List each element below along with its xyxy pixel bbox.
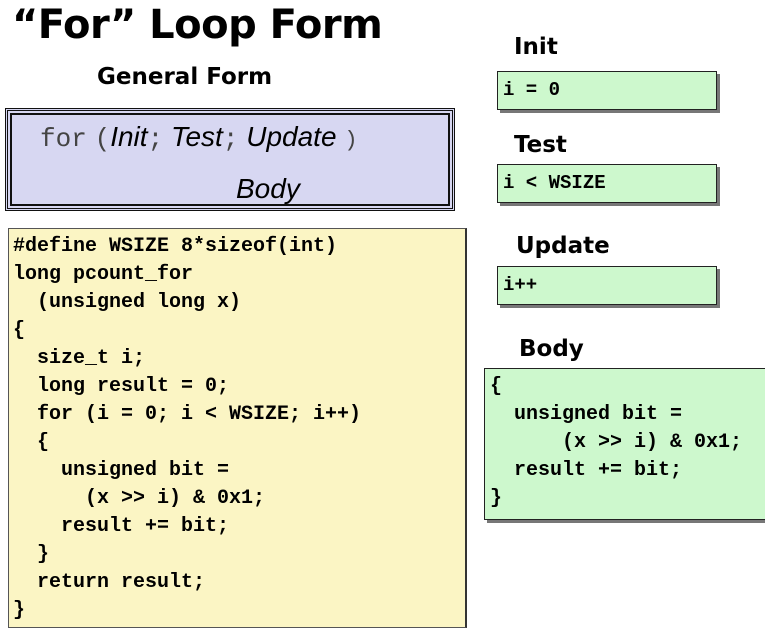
pcount-for-code-box: #define WSIZE 8*sizeof(int) long pcount_… xyxy=(8,228,467,628)
init-heading: Init xyxy=(514,34,558,60)
update-code-box: i++ xyxy=(497,266,717,305)
init-placeholder: Init xyxy=(110,121,148,152)
close-paren: ) xyxy=(344,128,358,153)
body-code: { unsigned bit = (x >> i) & 0x1; result … xyxy=(490,375,743,510)
pcount-for-code: #define WSIZE 8*sizeof(int) long pcount_… xyxy=(13,235,362,622)
slide-title: “For” Loop Form xyxy=(12,2,383,48)
body-heading: Body xyxy=(519,336,584,362)
general-form-header: for (Init; Test; Update ) xyxy=(40,121,358,154)
update-code: i++ xyxy=(503,274,538,296)
body-code-box: { unsigned bit = (x >> i) & 0x1; result … xyxy=(484,368,765,520)
test-code-box: i < WSIZE xyxy=(497,164,717,203)
body-placeholder: Body xyxy=(236,173,300,204)
general-form-box: for (Init; Test; Update ) Body xyxy=(5,108,455,211)
general-form-heading: General Form xyxy=(97,64,273,90)
semicolon-2: ; xyxy=(222,124,239,154)
update-placeholder: Update xyxy=(246,121,337,152)
open-paren: ( xyxy=(94,124,111,154)
semicolon-1: ; xyxy=(147,124,164,154)
init-code: i = 0 xyxy=(503,79,561,101)
init-code-box: i = 0 xyxy=(497,71,717,110)
test-code: i < WSIZE xyxy=(503,172,606,194)
test-placeholder: Test xyxy=(170,121,223,152)
test-heading: Test xyxy=(514,132,567,158)
for-keyword: for xyxy=(40,124,87,154)
update-heading: Update xyxy=(516,233,610,259)
